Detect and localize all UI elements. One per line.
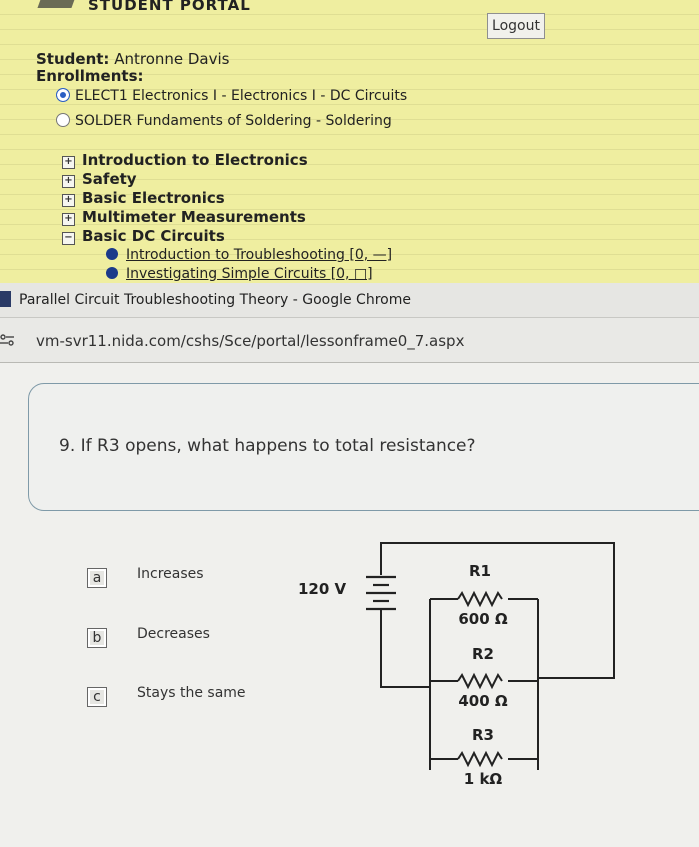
answer-c-text[interactable]: Stays the same xyxy=(137,685,246,701)
course-option-elect1[interactable]: ELECT1 Electronics I - Electronics I - D… xyxy=(56,88,407,104)
question-text: 9. If R3 opens, what happens to total re… xyxy=(59,436,476,456)
tree-item-label: Multimeter Measurements xyxy=(82,208,306,226)
tree-item-basic-dc-circuits[interactable]: −Basic DC Circuits xyxy=(62,227,225,245)
tree-item-basic-electronics[interactable]: + Basic Electronics xyxy=(62,189,225,207)
r3-resistor-icon xyxy=(457,750,503,768)
answer-a-text[interactable]: Increases xyxy=(137,566,204,582)
lesson-link-simple-circuits[interactable]: Investigating Simple Circuits [0, □] xyxy=(106,266,373,282)
answer-b-button[interactable]: b xyxy=(87,628,107,648)
lesson-link-intro-troubleshooting[interactable]: Introduction to Troubleshooting [0, —] xyxy=(106,247,392,263)
tree-item-label: Safety xyxy=(82,170,137,188)
course-label: SOLDER Fundaments of Soldering - Solderi… xyxy=(75,113,392,129)
parallel-circuit-diagram: 120 V R1 600 Ω R2 400 Ω R3 1 kΩ xyxy=(298,542,615,785)
r1-value: 600 Ω xyxy=(458,610,508,628)
answer-b-text[interactable]: Decreases xyxy=(137,626,210,642)
site-settings-icon[interactable] xyxy=(0,333,14,347)
radio-unselected-icon[interactable] xyxy=(56,113,70,127)
question-prompt: If R3 opens, what happens to total resis… xyxy=(80,436,476,456)
student-label: Student: xyxy=(36,50,110,68)
tree-item-safety[interactable]: + Safety xyxy=(62,170,137,188)
tree-item-label: Basic DC Circuits xyxy=(82,227,225,245)
lesson-label: Introduction to Troubleshooting [0, —] xyxy=(126,247,393,263)
app-icon xyxy=(0,291,11,307)
student-info: Student: Antronne Davis xyxy=(36,50,229,68)
collapse-icon[interactable]: − xyxy=(62,232,75,245)
logout-button[interactable]: Logout xyxy=(487,13,545,39)
r2-value: 400 Ω xyxy=(458,692,508,710)
radio-selected-icon[interactable] xyxy=(56,88,70,102)
bullet-icon xyxy=(106,267,118,279)
source-voltage-label: 120 V xyxy=(298,580,347,598)
expand-icon[interactable]: + xyxy=(62,194,75,207)
r1-resistor-icon xyxy=(457,590,503,608)
tree-item-intro-electronics[interactable]: + Introduction to Electronics xyxy=(62,151,308,169)
tree-item-multimeter[interactable]: + Multimeter Measurements xyxy=(62,208,306,226)
course-label: ELECT1 Electronics I - Electronics I - D… xyxy=(75,88,408,104)
student-portal-pane: STUDENT PORTAL Logout Student: Antronne … xyxy=(0,0,699,283)
expand-icon[interactable]: + xyxy=(62,175,75,188)
question-box: 9. If R3 opens, what happens to total re… xyxy=(28,383,699,511)
enrollments-label: Enrollments: xyxy=(36,67,144,85)
browser-title-bar[interactable]: Parallel Circuit Troubleshooting Theory … xyxy=(0,283,699,318)
bullet-icon xyxy=(106,248,118,260)
tree-item-label: Basic Electronics xyxy=(82,189,225,207)
tree-item-label: Introduction to Electronics xyxy=(82,151,308,169)
course-option-solder[interactable]: SOLDER Fundaments of Soldering - Solderi… xyxy=(56,113,392,129)
portal-logo-icon xyxy=(37,0,77,8)
answer-c-button[interactable]: c xyxy=(87,687,107,707)
r3-label: R3 xyxy=(472,726,494,744)
r2-resistor-icon xyxy=(457,672,503,690)
r1-label: R1 xyxy=(469,562,491,580)
lesson-label: Investigating Simple Circuits [0, □] xyxy=(126,266,373,282)
r2-label: R2 xyxy=(472,645,494,663)
question-number: 9. xyxy=(59,436,76,456)
window-title: Parallel Circuit Troubleshooting Theory … xyxy=(19,292,411,308)
r3-value: 1 kΩ xyxy=(464,770,503,785)
answer-a-button[interactable]: a xyxy=(87,568,107,588)
circuit-wire xyxy=(380,615,430,688)
expand-icon[interactable]: + xyxy=(62,156,75,169)
student-name: Antronne Davis xyxy=(114,50,230,68)
lesson-frame: 9. If R3 opens, what happens to total re… xyxy=(0,363,699,847)
expand-icon[interactable]: + xyxy=(62,213,75,226)
battery-icon xyxy=(366,575,396,615)
url-text[interactable]: vm-svr11.nida.com/cshs/Sce/portal/lesson… xyxy=(36,332,465,350)
circuit-wire xyxy=(380,542,615,679)
portal-title: STUDENT PORTAL xyxy=(88,0,251,14)
address-bar[interactable]: vm-svr11.nida.com/cshs/Sce/portal/lesson… xyxy=(0,318,699,363)
